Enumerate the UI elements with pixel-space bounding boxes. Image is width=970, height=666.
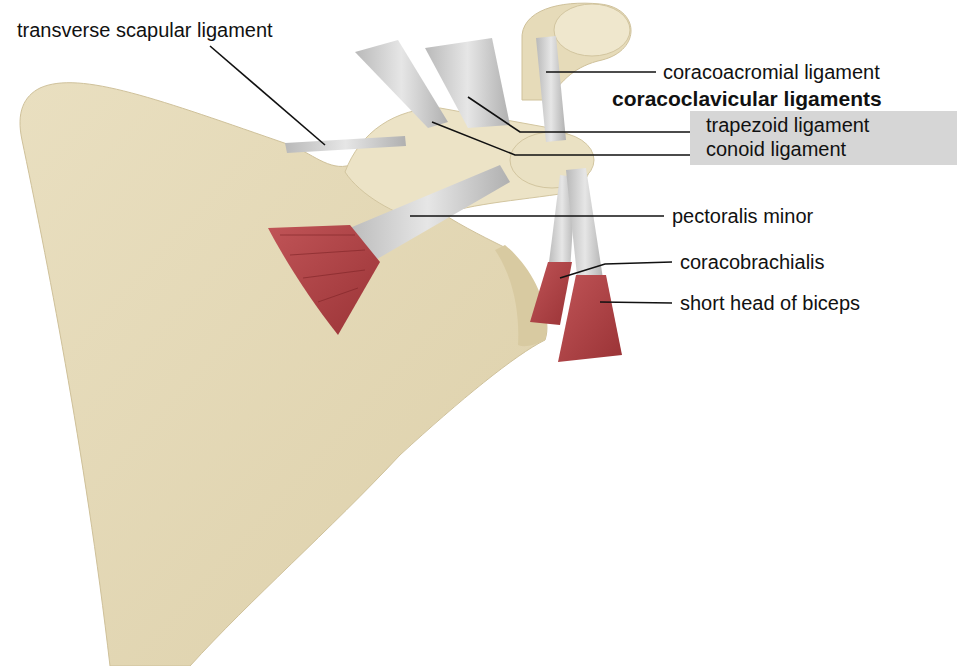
- coracoacromial-ligament-shape: [536, 36, 566, 142]
- ligament-label: trapezoid ligament: [706, 113, 947, 137]
- ligament-label: coracoacromial ligament: [663, 60, 880, 84]
- leader-lines: [210, 46, 699, 303]
- biceps-muscle: [558, 275, 622, 362]
- group-band: trapezoid ligamentconoid ligament: [690, 111, 957, 165]
- group-heading: coracoclavicular ligaments: [612, 86, 957, 111]
- acromion-facet: [554, 4, 630, 56]
- pectoralis-minor-tendon: [345, 165, 510, 262]
- ligament-label: transverse scapular ligament: [17, 18, 273, 42]
- transverse-scapular-ligament: [285, 136, 406, 153]
- muscle-label: short head of biceps: [680, 291, 860, 315]
- ligament-group: coracoclavicular ligamentstrapezoid liga…: [612, 86, 957, 165]
- pectoralis-minor-muscle: [268, 225, 380, 335]
- biceps-tendon: [566, 168, 604, 285]
- ligament-label: conoid ligament: [706, 137, 947, 161]
- coracobrachialis-muscle: [530, 262, 572, 325]
- trapezoid-ligament-shape: [425, 38, 510, 128]
- muscle-label: coracobrachialis: [680, 250, 825, 274]
- muscle-label: pectoralis minor: [672, 204, 813, 228]
